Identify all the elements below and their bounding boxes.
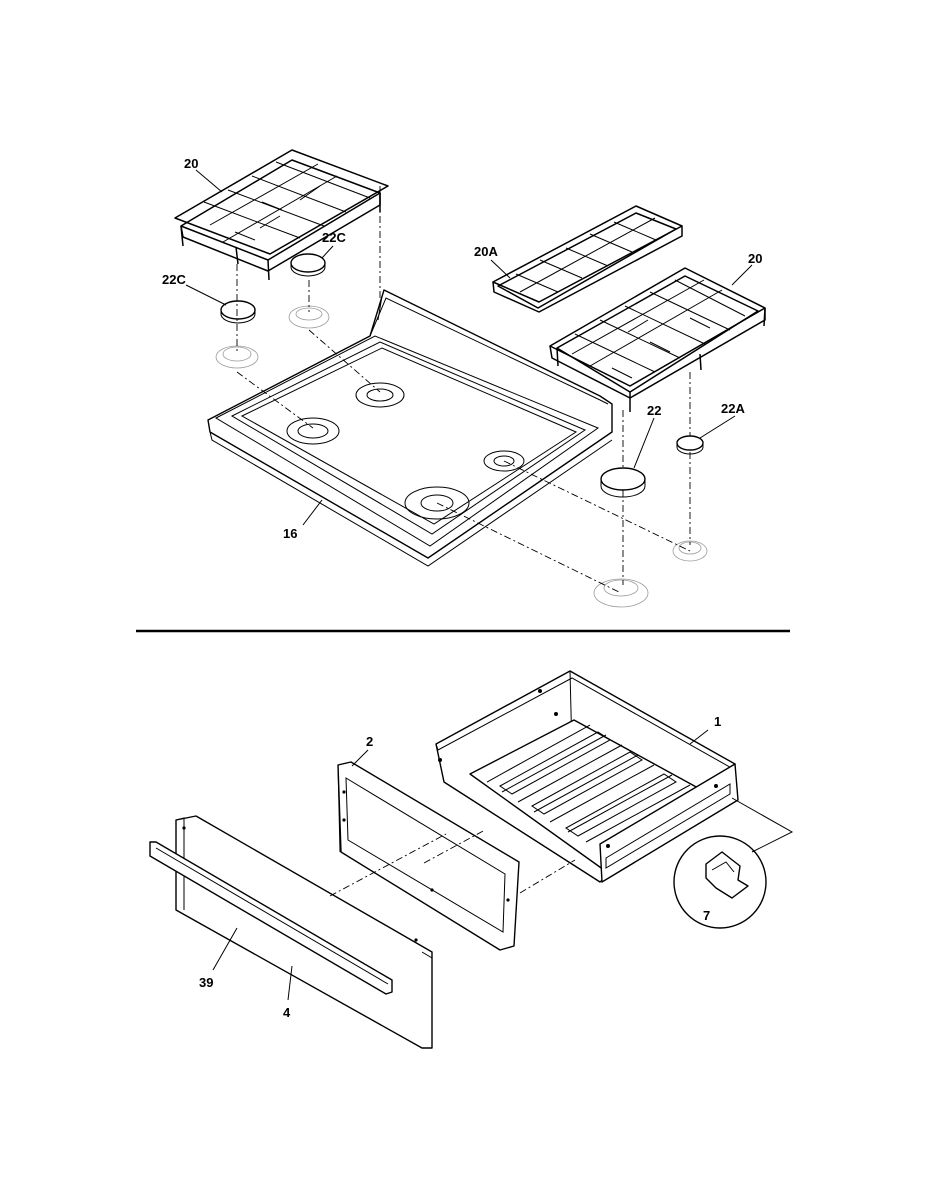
callout-2: 2	[366, 734, 373, 749]
leader-lines-bottom	[212, 729, 709, 1001]
callout-22a: 22A	[721, 401, 745, 416]
callout-20-left: 20	[184, 156, 198, 171]
alignment-lines-bottom	[329, 829, 576, 897]
drawer-handle-39	[149, 841, 393, 995]
drawer-body-1	[435, 670, 739, 883]
cooktop-16	[207, 289, 613, 567]
burner-caps	[220, 253, 704, 498]
callout-22c-upper: 22C	[322, 230, 346, 245]
callout-39: 39	[199, 975, 213, 990]
callout-1: 1	[714, 714, 721, 729]
leader-lines-top	[185, 169, 753, 526]
callout-22: 22	[647, 403, 661, 418]
grate-20a	[492, 205, 683, 313]
grate-left	[174, 149, 389, 281]
clip-detail-7	[673, 797, 794, 929]
callout-4: 4	[283, 1005, 291, 1020]
callout-16: 16	[283, 526, 297, 541]
drawer-frame-2	[337, 761, 520, 951]
callout-22c-left: 22C	[162, 272, 186, 287]
grate-right	[549, 267, 766, 412]
callout-20a: 20A	[474, 244, 498, 259]
alignment-lines-top	[236, 186, 691, 594]
callout-20-right: 20	[748, 251, 762, 266]
callout-7: 7	[703, 908, 710, 923]
